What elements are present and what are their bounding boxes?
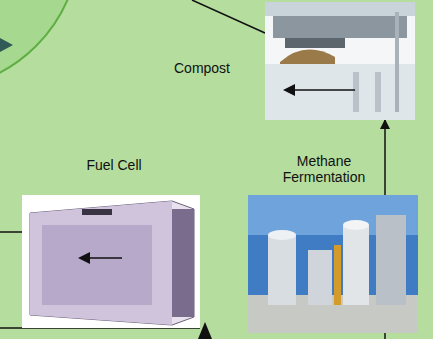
leader-line (384, 333, 386, 339)
photo-box: Fuel Cell (22, 195, 200, 328)
node-heading: Methane Fermentation (262, 153, 386, 185)
node-heading: Fuel Cell (62, 157, 166, 173)
photo-illustration (265, 2, 415, 120)
photo-box: Methane Fermentation (248, 195, 418, 333)
photo-box: Compost (265, 2, 415, 120)
cycle-region (0, 0, 80, 90)
arrow-head (198, 322, 212, 339)
leader-line (0, 231, 22, 233)
flow-arrow (384, 120, 386, 195)
leader-line (192, 0, 265, 33)
photo-illustration (22, 195, 200, 328)
photo-illustration (248, 195, 418, 333)
node-heading: Compost (150, 60, 254, 76)
arrow-head (0, 38, 13, 52)
